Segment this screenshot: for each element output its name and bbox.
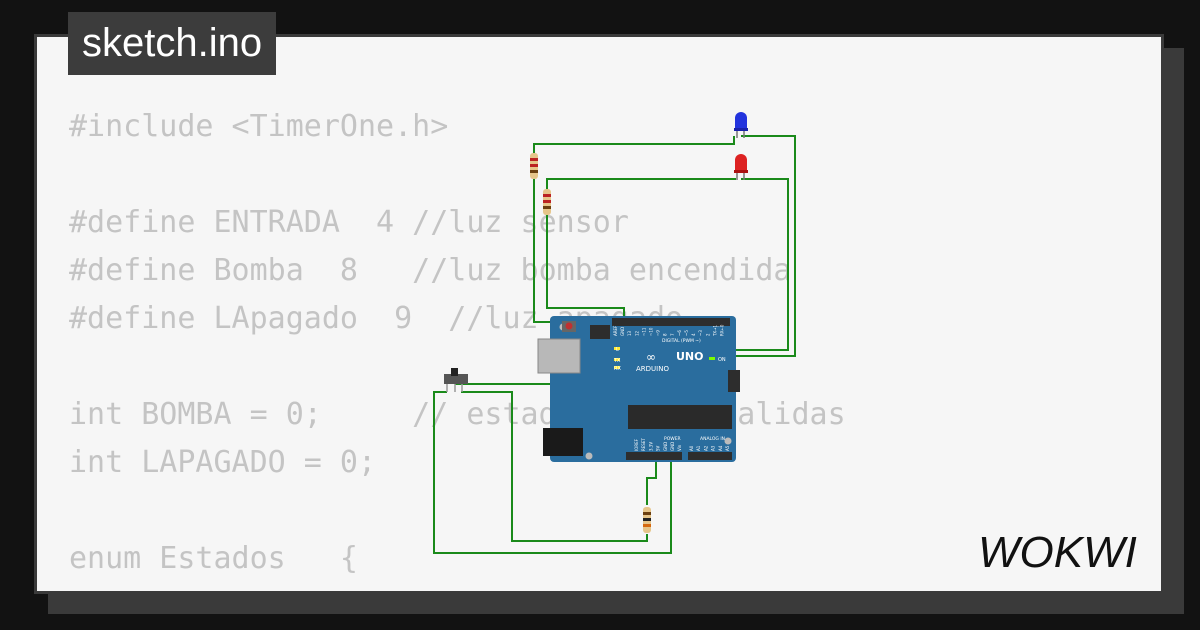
digital-pin-label-2: 13 [627, 330, 632, 336]
digital-header-label: DIGITAL (PWM ~) [662, 338, 701, 344]
power-pin-label-0: IOREF [634, 438, 639, 451]
digital-pin-label-8: 7 [670, 333, 675, 336]
analog-pin-label-3: A3 [711, 445, 716, 451]
led-red-icon [734, 154, 748, 180]
digital-pin-label-0: AREF [613, 325, 618, 336]
power-pin-label-3: 5V [656, 445, 661, 451]
digital-pin-label-10: ~5 [684, 330, 689, 336]
analog-header-label: ANALOG IN [700, 436, 725, 442]
digital-pin-label-14: TX→1 [712, 324, 717, 337]
led-blue-icon [734, 112, 748, 138]
code-line: #include <TimerOne.h> [69, 109, 449, 144]
rx-label: RX [614, 366, 621, 372]
board-model-label: UNO [676, 350, 704, 363]
code-line: #define ENTRADA 4 //luz sensor [69, 205, 629, 240]
wire-resistor1-top [533, 136, 735, 155]
l-led-label: L [616, 347, 619, 353]
analog-pin-label-5: A5 [725, 445, 730, 451]
board-brand-label: ARDUINO [636, 365, 669, 373]
wire-switch-to-resistor3 [461, 391, 648, 542]
power-header-label: POWER [664, 436, 681, 442]
wokwi-logo: WOKWI [978, 528, 1137, 577]
sketch-filename-tab: sketch.ino [68, 12, 277, 75]
code-line: int LAPAGADO = 0; [69, 445, 377, 480]
code-line: enum Estados { [69, 541, 358, 576]
power-pin-label-5: GND [670, 442, 675, 451]
power-pin-label-6: Vin [677, 444, 682, 451]
analog-pin-label-2: A2 [703, 445, 708, 451]
digital-pin-label-6: ~9 [656, 330, 661, 336]
analog-pin-label-4: A4 [718, 445, 723, 451]
digital-pin-label-12: ~3 [698, 330, 703, 336]
arduino-uno-board: ∞ UNO ARDUINO DIGITAL (PWM ~) POWER ANAL… [537, 316, 740, 462]
wire-resistor2-top [546, 178, 736, 190]
digital-pin-label-1: GND [620, 327, 625, 336]
digital-pin-label-7: 8 [663, 333, 668, 336]
digital-pin-label-15: RX←0 [720, 324, 725, 336]
analog-pin-label-0: A0 [689, 445, 694, 451]
resistor-3 [643, 507, 651, 533]
resistor-2 [543, 189, 551, 215]
digital-pin-label-9: ~6 [677, 330, 682, 336]
digital-pin-label-11: 4 [691, 333, 696, 336]
digital-pin-label-13: 2 [705, 333, 710, 336]
code-line: #define Bomba 8 //luz bomba encendida [69, 253, 792, 288]
project-card: #include <TimerOne.h> #define ENTRADA 4 /… [34, 34, 1164, 594]
digital-pin-label-3: 12 [634, 330, 639, 336]
digital-pin-label-5: ~10 [649, 327, 654, 336]
wire-switch-to-gnd [433, 391, 672, 554]
wire-resistor2-to-board [546, 215, 625, 322]
on-led-label: ON [718, 357, 726, 363]
wire-resistor3-to-5v [646, 460, 657, 505]
slide-switch-icon [444, 368, 468, 392]
tx-label: TX [613, 358, 621, 364]
resistor-1 [530, 153, 538, 179]
wokwi-logo-text: WOKWI [978, 528, 1137, 577]
code-line: Estado0, [69, 583, 846, 591]
power-pin-label-2: 3.3V [648, 442, 653, 451]
analog-pin-label-1: A1 [696, 445, 701, 451]
power-pin-label-4: GND [663, 442, 668, 451]
digital-pin-label-4: ~11 [641, 327, 646, 336]
power-pin-label-1: RESET [641, 438, 646, 451]
svg-text:∞: ∞ [646, 350, 656, 364]
